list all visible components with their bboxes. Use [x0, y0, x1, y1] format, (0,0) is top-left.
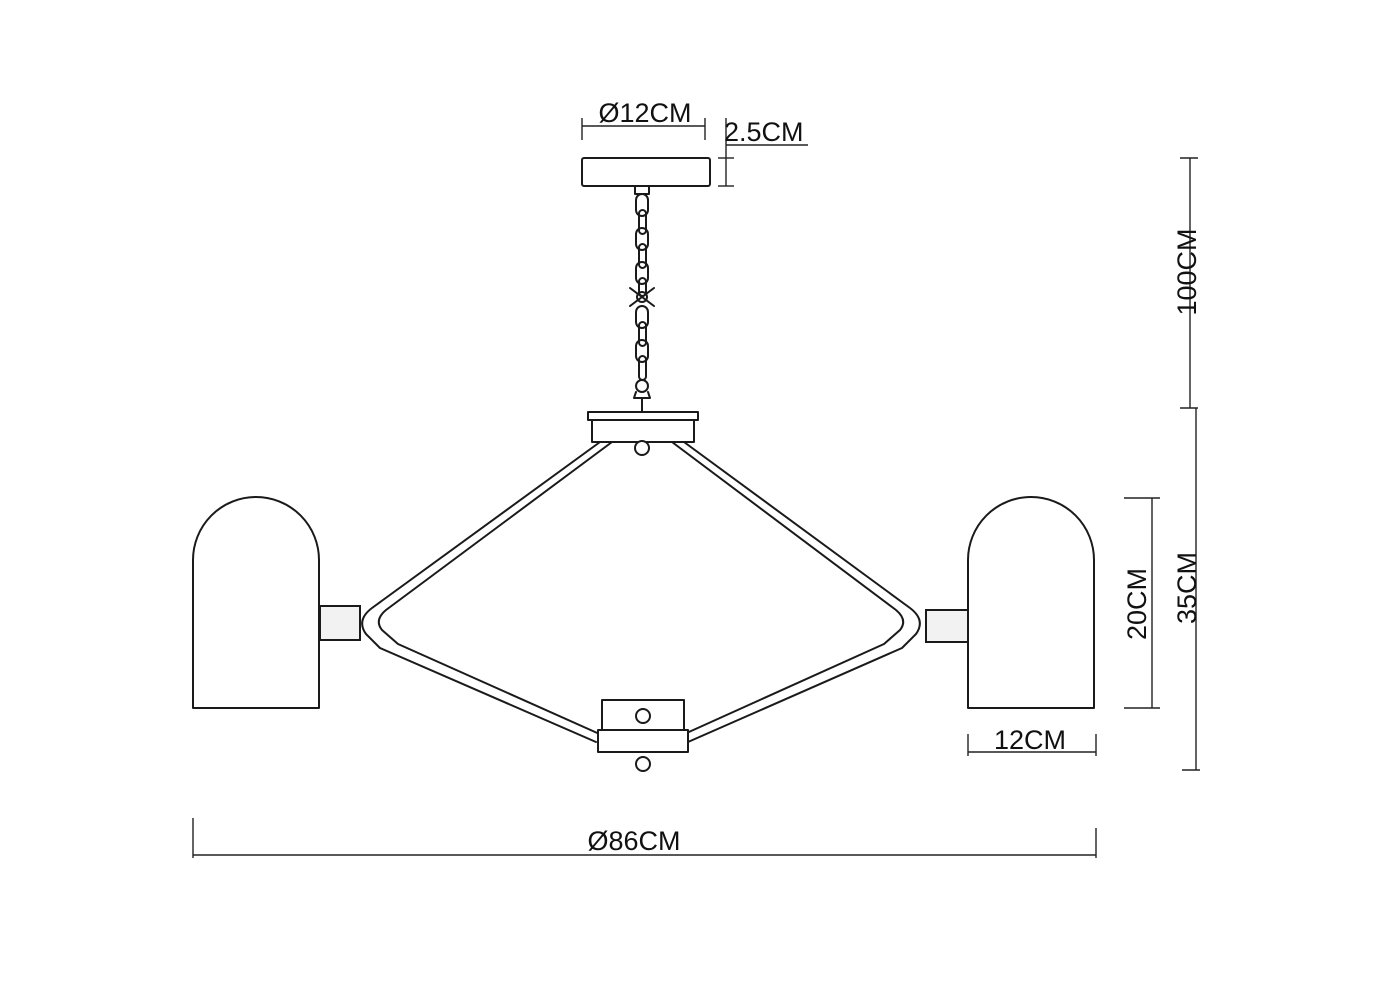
label-canopy-diameter: Ø12CM — [598, 98, 691, 128]
label-chain-length: 100CM — [1172, 228, 1202, 315]
dimension-overall-diameter: Ø86CM — [192, 818, 1097, 858]
chain — [629, 193, 655, 413]
dimension-shade-width: 12CM — [967, 725, 1097, 756]
label-canopy-height: 2.5CM — [724, 117, 804, 147]
label-shade-width: 12CM — [994, 725, 1066, 755]
left-lamp-shade — [192, 496, 361, 709]
bottom-hub — [597, 699, 689, 772]
dimension-chain-length: 100CM — [1172, 157, 1202, 409]
dimension-body-height: 35CM — [1172, 408, 1202, 771]
label-body-height: 35CM — [1172, 552, 1202, 624]
right-lamp-shade — [925, 496, 1095, 709]
diamond-frame — [361, 441, 921, 743]
top-hub — [587, 411, 699, 456]
ceiling-canopy — [581, 157, 711, 195]
label-shade-height: 20CM — [1122, 568, 1152, 640]
dimension-shade-height: 20CM — [1122, 497, 1160, 709]
dimension-canopy-height: 2.5CM — [718, 117, 808, 187]
label-overall-diameter: Ø86CM — [587, 826, 680, 856]
dimension-canopy-diameter: Ø12CM — [581, 98, 706, 140]
